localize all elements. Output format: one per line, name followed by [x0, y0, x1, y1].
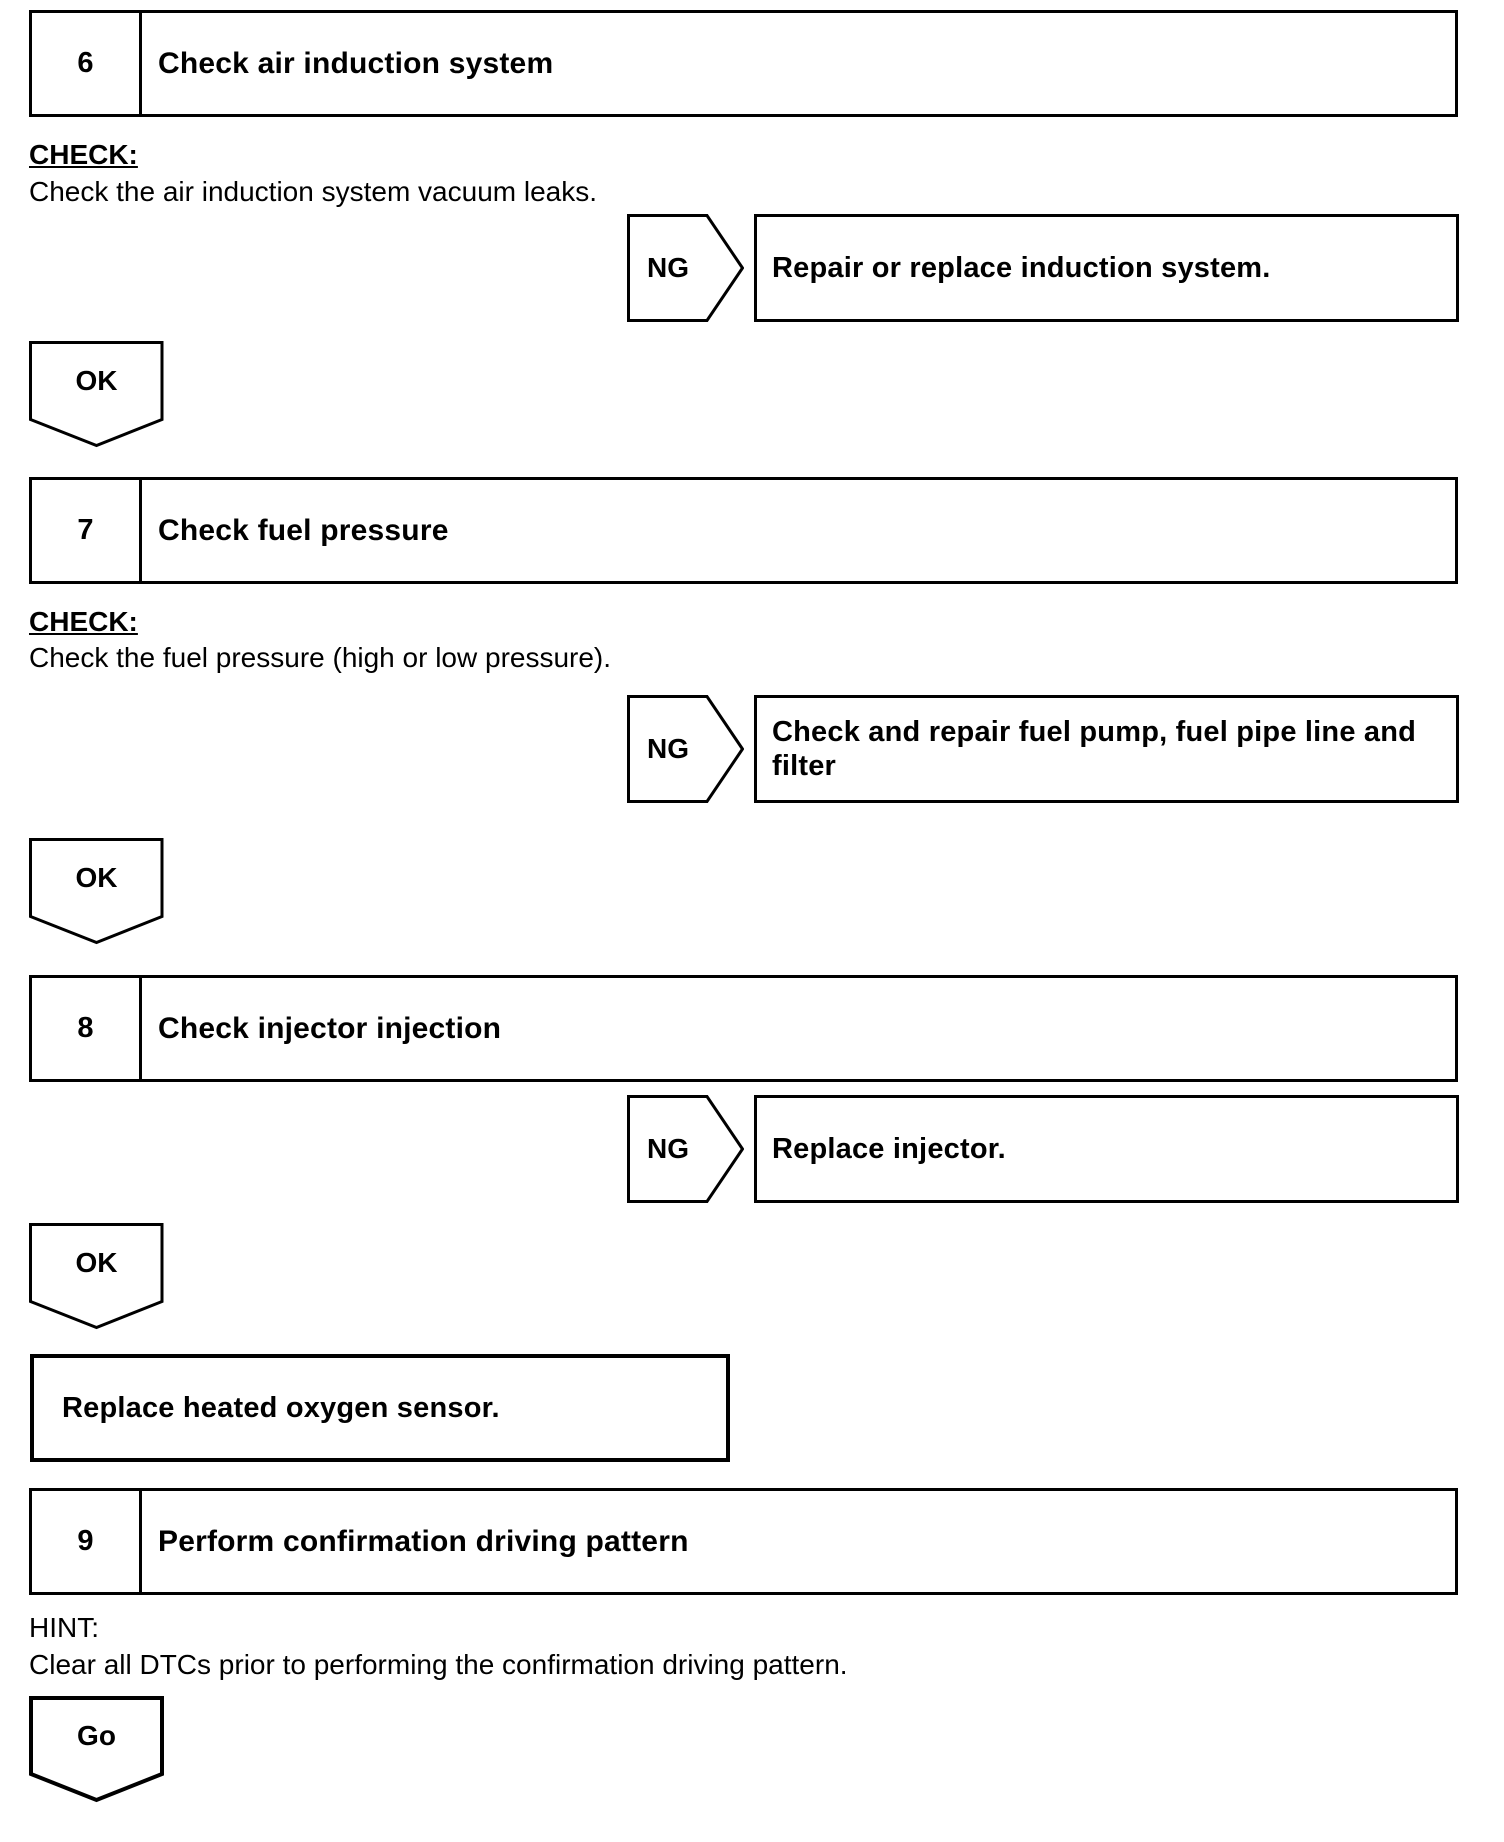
ok-arrow-icon	[29, 838, 164, 945]
ng-result-text: Repair or replace induction system.	[772, 252, 1271, 284]
hint-label: HINT:	[29, 1612, 99, 1643]
ng-result-box: Repair or replace induction system.	[754, 214, 1459, 322]
check-description: Check the air induction system vacuum le…	[29, 176, 598, 207]
step-title: Check air induction system	[158, 46, 554, 80]
ng-connector: NG	[627, 1095, 744, 1203]
ng-result-box: Replace injector.	[754, 1095, 1459, 1203]
step-number: 8	[32, 978, 142, 1079]
ok-connector: OK	[29, 341, 164, 448]
action-box: Replace heated oxygen sensor.	[30, 1354, 730, 1462]
ok-label: OK	[75, 364, 118, 396]
go-connector: Go	[29, 1696, 164, 1803]
step-box-9: 9 Perform confirmation driving pattern	[29, 1488, 1458, 1595]
ok-arrow-icon	[29, 341, 164, 448]
ok-label: OK	[75, 861, 118, 893]
ng-arrow-icon	[627, 695, 744, 803]
step-number: 6	[32, 13, 142, 114]
check-label: CHECK:	[29, 606, 138, 637]
ok-arrow-icon	[29, 1223, 164, 1330]
ok-connector: OK	[29, 1223, 164, 1330]
ng-label: NG	[647, 733, 689, 764]
step-title: Perform confirmation driving pattern	[158, 1524, 689, 1558]
ng-result-text: Check and repair fuel pump, fuel pipe li…	[772, 716, 1417, 782]
ok-connector: OK	[29, 838, 164, 945]
ng-connector: NG	[627, 214, 744, 322]
check-label: CHECK:	[29, 139, 138, 170]
step-title: Check fuel pressure	[158, 513, 449, 547]
step-title: Check injector injection	[158, 1011, 502, 1045]
ok-label: OK	[75, 1246, 118, 1278]
hint-description: Clear all DTCs prior to performing the c…	[29, 1649, 848, 1680]
step-box-6: 6 Check air induction system	[29, 10, 1458, 117]
action-text: Replace heated oxygen sensor.	[62, 1392, 500, 1424]
go-label: Go	[77, 1719, 116, 1751]
ng-connector: NG	[627, 695, 744, 803]
check-description: Check the fuel pressure (high or low pre…	[29, 642, 612, 673]
step-box-7: 7 Check fuel pressure	[29, 477, 1458, 584]
ng-label: NG	[647, 252, 689, 283]
step-box-8: 8 Check injector injection	[29, 975, 1458, 1082]
go-arrow-icon	[29, 1696, 164, 1803]
step-number: 7	[32, 480, 142, 581]
ng-arrow-icon	[627, 1095, 744, 1203]
ng-label: NG	[647, 1133, 689, 1164]
ng-arrow-icon	[627, 214, 744, 322]
ng-result-text: Replace injector.	[772, 1133, 1006, 1165]
step-number: 9	[32, 1491, 142, 1592]
ng-result-box: Check and repair fuel pump, fuel pipe li…	[754, 695, 1459, 803]
